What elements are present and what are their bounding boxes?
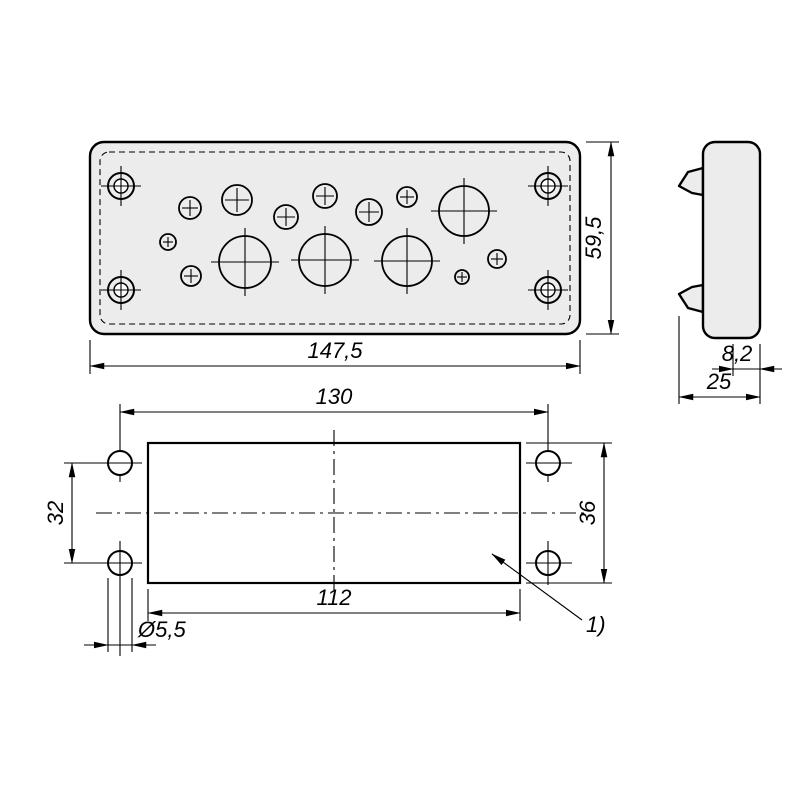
cutout-height-label: 36 — [575, 500, 600, 525]
mounting-hole — [64, 541, 142, 656]
total-depth-label: 25 — [706, 369, 732, 394]
dimension-hole-spacing-vertical: 32 — [43, 462, 76, 564]
mounting-hole — [526, 541, 572, 585]
membrane-grommet — [355, 198, 383, 226]
snap-clip-bottom — [677, 283, 705, 314]
note-reference-label: 1) — [586, 612, 606, 637]
membrane-grommet — [211, 228, 279, 296]
side-body-outline — [701, 140, 762, 340]
membrane-grommet — [454, 269, 470, 285]
membrane-grommet — [396, 186, 418, 208]
mounting-hole — [64, 450, 142, 476]
side-view: 8,2 25 — [677, 140, 782, 404]
membrane-grommet — [178, 196, 202, 220]
plate-width-label: 147,5 — [307, 338, 363, 363]
membrane-grommet — [374, 228, 440, 294]
cutout-view: 130 32 — [43, 384, 612, 656]
membrane-grommet — [180, 265, 202, 287]
membrane-grommet — [159, 233, 177, 251]
dimension-plate-thickness: 8,2 — [712, 341, 782, 404]
plate-thickness-label: 8,2 — [722, 341, 753, 366]
leader-line — [491, 553, 583, 621]
dimension-cutout-height: 36 — [526, 442, 612, 584]
hole-spacing-horizontal-label: 130 — [316, 384, 353, 409]
corner-mounting-hole — [101, 166, 141, 206]
mounting-hole — [526, 450, 572, 476]
plate-gasket-outline — [99, 151, 571, 325]
membrane-grommet — [487, 249, 507, 269]
membrane-grommet — [291, 226, 359, 294]
cutout-note-leader: 1) — [491, 553, 606, 637]
hole-diameter-label: Ø5,5 — [137, 617, 186, 642]
corner-mounting-hole — [528, 270, 568, 310]
plate-height-label: 59,5 — [581, 216, 606, 260]
dimension-plate-width: 147,5 — [89, 338, 581, 374]
membrane-grommet — [221, 184, 253, 216]
dimension-plate-height: 59,5 — [581, 141, 619, 335]
membrane-grommet — [273, 204, 299, 230]
membrane-grommet — [312, 183, 338, 209]
cutout-width-label: 112 — [316, 585, 351, 610]
dimension-cutout-width: 112 — [147, 585, 521, 621]
snap-clip-top — [677, 166, 705, 197]
corner-mounting-hole — [528, 166, 568, 206]
corner-mounting-hole — [101, 270, 141, 310]
membrane-grommet — [431, 178, 497, 244]
dimension-total-depth: 25 — [678, 316, 761, 404]
hole-spacing-vertical-label: 32 — [43, 501, 68, 525]
dimension-hole-diameter: Ø5,5 — [84, 578, 186, 652]
front-view: 147,5 59,5 — [88, 140, 619, 374]
